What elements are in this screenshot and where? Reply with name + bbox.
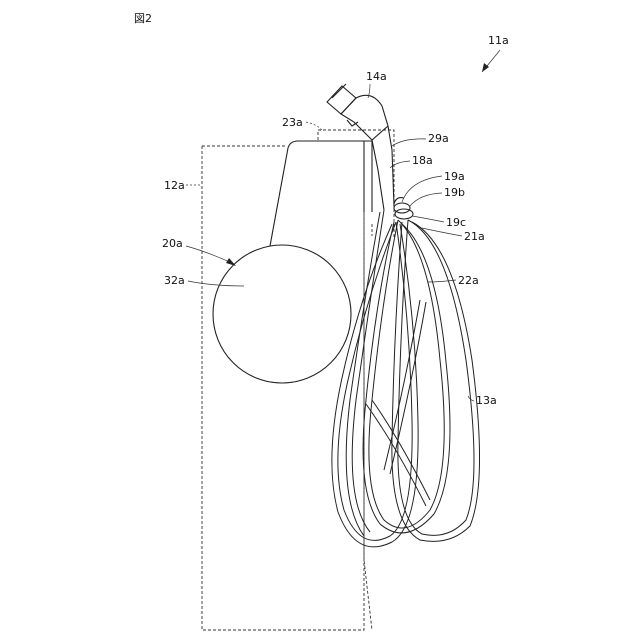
label-12a: 12a (164, 179, 185, 192)
label-14a: 14a (366, 70, 387, 83)
round-head (213, 245, 351, 383)
label-32a: 32a (164, 274, 185, 287)
leader-19c (412, 216, 444, 222)
label-13a: 13a (476, 394, 497, 407)
leader-23a (306, 122, 322, 130)
assembly-arrow (482, 50, 500, 72)
leader-20a (186, 246, 236, 266)
label-29a: 29a (428, 132, 449, 145)
label-23a: 23a (282, 116, 303, 129)
label-11a: 11a (488, 34, 509, 47)
leader-19a (402, 176, 442, 202)
label-21a: 21a (464, 230, 485, 243)
leader-29a (392, 139, 426, 146)
label-19c: 19c (446, 216, 466, 229)
label-18a: 18a (412, 154, 433, 167)
label-19a: 19a (444, 170, 465, 183)
cable-clip (394, 198, 413, 219)
figure-title: 図2 (134, 12, 152, 25)
label-19b: 19b (444, 186, 465, 199)
leader-32a (188, 281, 244, 286)
label-22a: 22a (458, 274, 479, 287)
leader-19b (410, 193, 442, 206)
coiled-cable (332, 210, 480, 547)
connector-head (327, 84, 394, 210)
label-20a: 20a (162, 237, 183, 250)
main-body (270, 141, 372, 246)
